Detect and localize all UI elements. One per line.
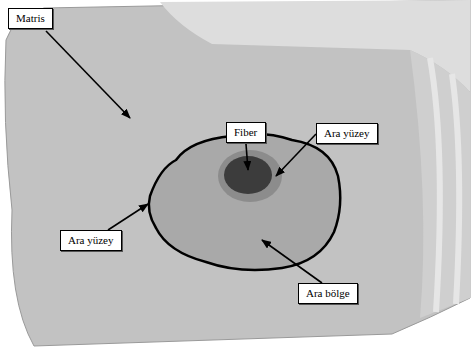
leader-arrow — [108, 204, 148, 230]
interface-ring — [218, 150, 282, 202]
callout-box: Ara yüzey — [316, 123, 378, 144]
callout-label: Matris — [16, 12, 45, 25]
callout-box: Ara yüzey — [60, 230, 122, 251]
leader-arrow — [262, 240, 322, 283]
callout-box: Fiber — [226, 122, 266, 143]
callout-box: Ara bölge — [298, 283, 358, 304]
interphase-region — [149, 134, 340, 270]
callout-label: Ara yüzey — [68, 234, 114, 247]
block-edge-strips — [430, 58, 459, 312]
leader-arrow — [46, 31, 130, 118]
callout-box: Matris — [8, 8, 53, 29]
leader-arrow — [246, 144, 248, 170]
block-side-face — [410, 50, 470, 318]
callout-label: Ara yüzey — [324, 127, 370, 140]
matrix-block — [5, 0, 470, 346]
leader-arrow — [276, 134, 316, 176]
callout-label: Fiber — [234, 126, 258, 139]
callout-label: Ara bölge — [306, 287, 350, 300]
